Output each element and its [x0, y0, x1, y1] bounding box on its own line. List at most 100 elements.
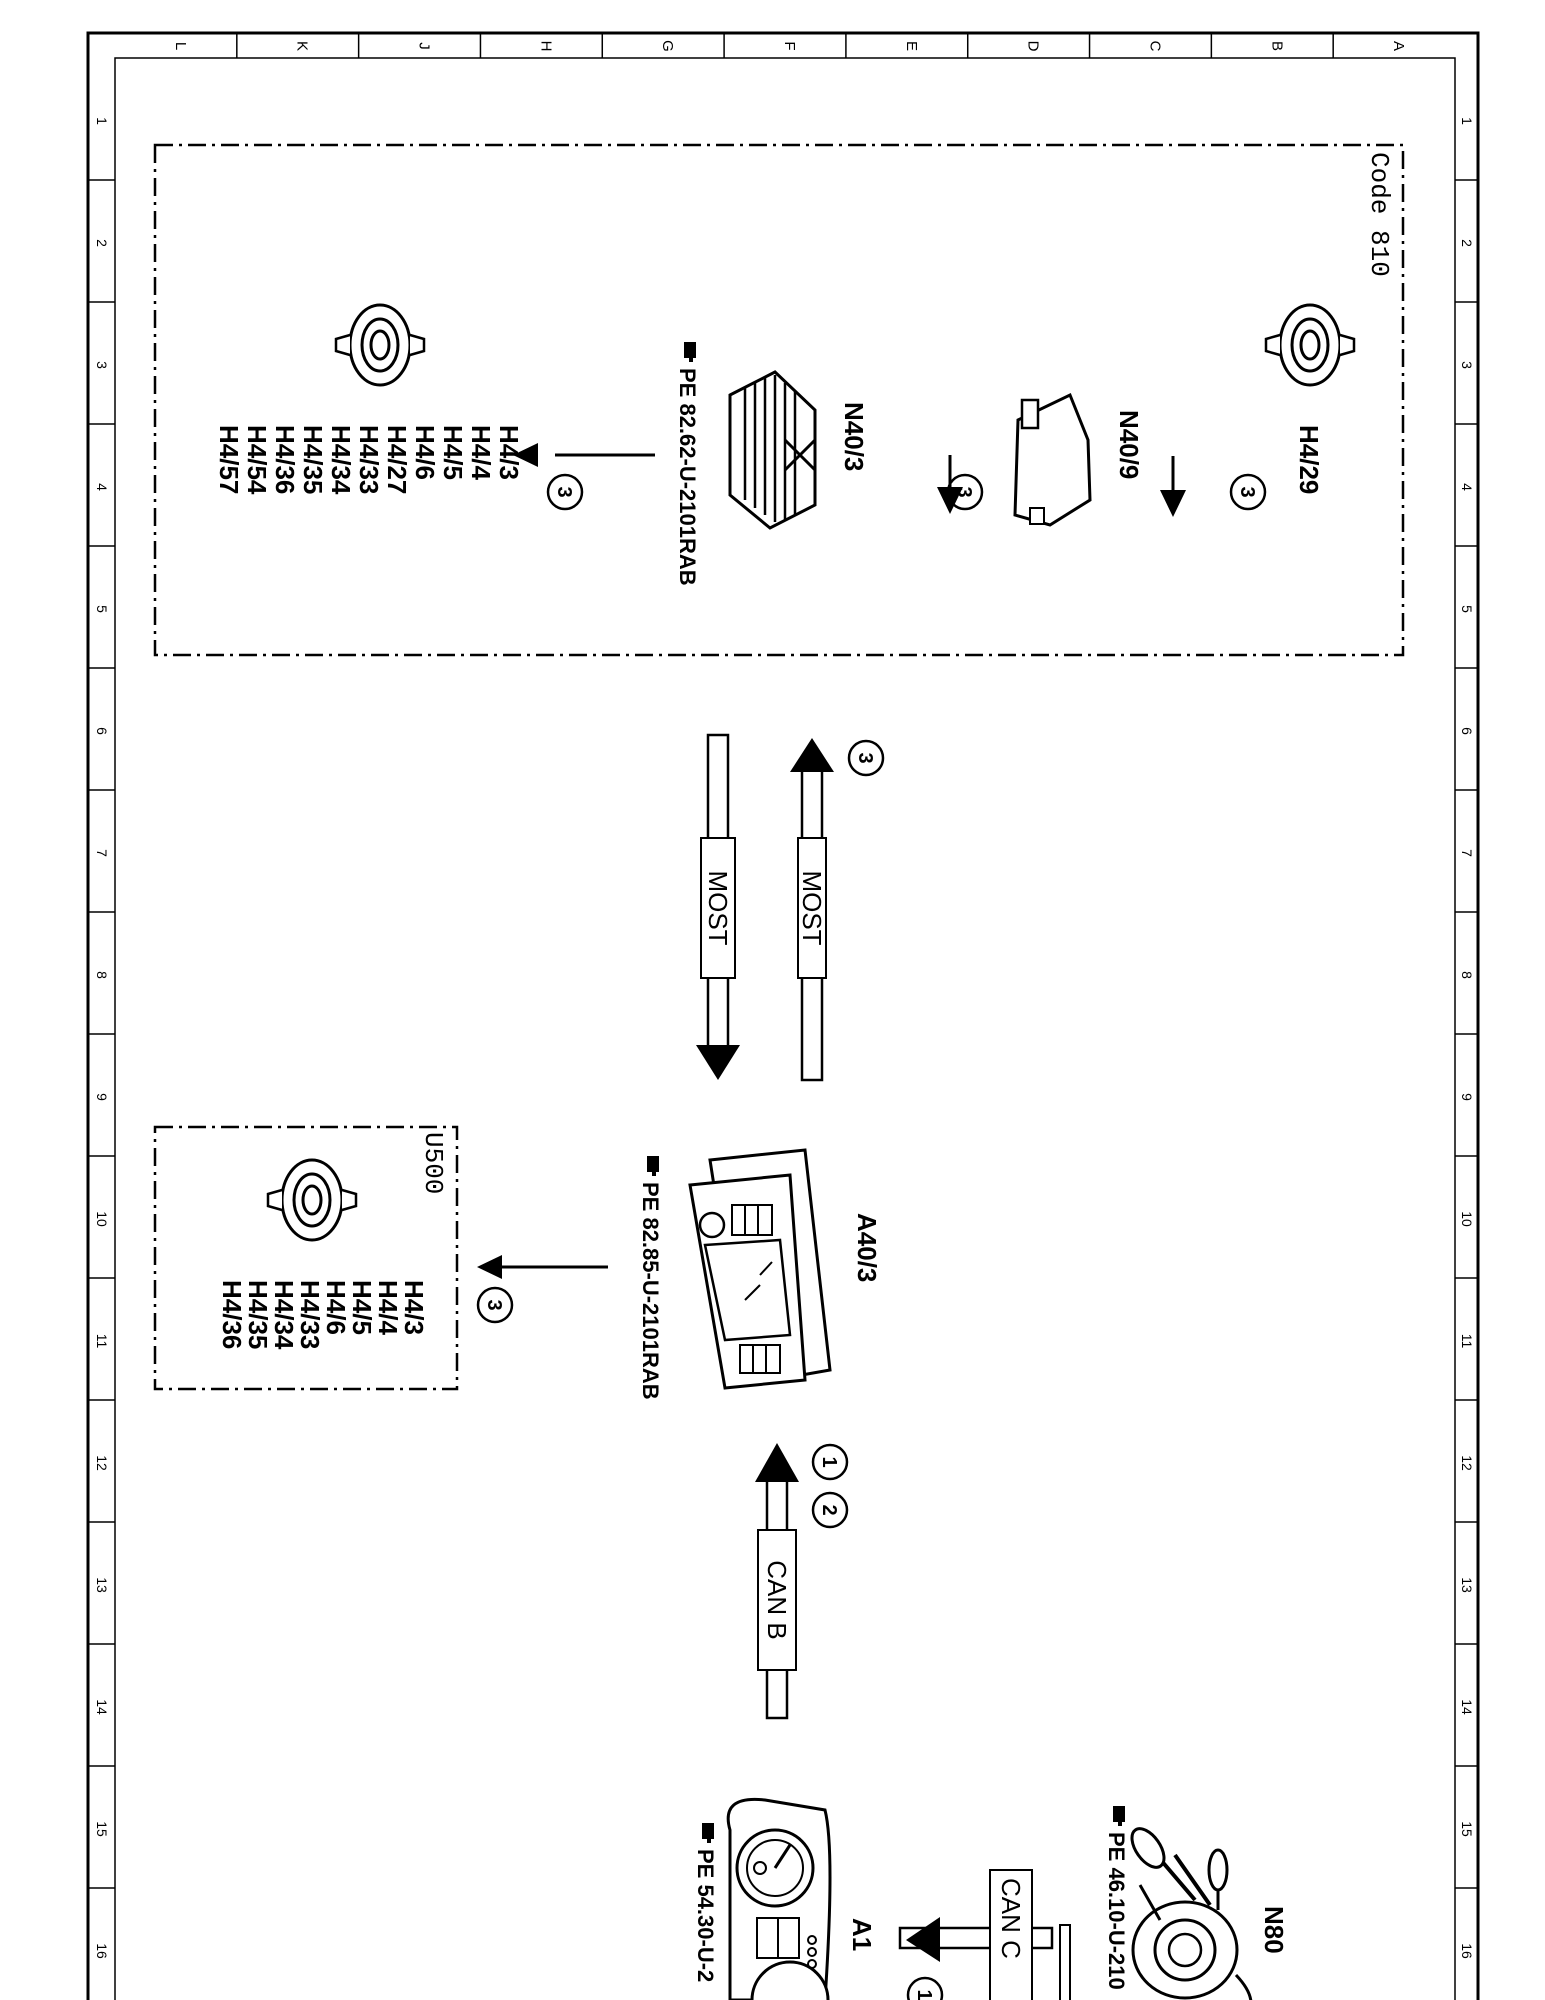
svg-text:3: 3: [483, 1299, 505, 1310]
most-label: MOST: [797, 870, 827, 945]
row-number: 16: [1459, 1943, 1475, 1959]
column-letter: G: [659, 40, 676, 52]
column-letter: K: [294, 41, 311, 51]
arrow-n40-9-to-h4-29: [1160, 456, 1186, 517]
speaker-list-item: H4/36: [270, 425, 300, 494]
a40-3-reference: PE 82.85-U-2101RAB: [638, 1182, 663, 1400]
speaker-icon: [334, 303, 426, 387]
column-letter: B: [1268, 41, 1285, 51]
row-number: 8: [94, 971, 110, 979]
code-810-speaker-list: H4/3H4/4H4/5H4/6H4/27H4/33H4/34H4/35H4/3…: [214, 425, 524, 495]
column-letter: F: [781, 41, 798, 50]
column-letter: D: [1025, 41, 1042, 52]
instrument-cluster-a1-icon: [726, 1797, 832, 2000]
speaker-list-item: H4/5: [438, 425, 468, 480]
svg-text:3: 3: [553, 486, 575, 497]
speaker-list-item: H4/34: [326, 425, 356, 495]
row-number: 9: [94, 1093, 110, 1101]
can-c-label: CAN C: [996, 1878, 1026, 1959]
speaker-list-item: H4/4: [466, 425, 496, 480]
row-number: 11: [94, 1334, 110, 1349]
speaker-list-item: H4/35: [243, 1280, 273, 1349]
column-letter: E: [903, 41, 920, 51]
row-number: 15: [1459, 1821, 1475, 1837]
svg-text:2: 2: [818, 1504, 840, 1515]
most-bus-up: MOST: [790, 738, 834, 1082]
row-number: 4: [1459, 483, 1475, 491]
column-letter: C: [1146, 41, 1163, 52]
a1-reference: PE 54.30-U-2: [693, 1849, 718, 1982]
code-810-label: Code 810: [1364, 152, 1394, 277]
h4-29-label: H4/29: [1294, 425, 1324, 494]
row-number: 5: [94, 605, 110, 613]
most-label: MOST: [703, 870, 733, 945]
ref-circle-3: 3: [847, 739, 885, 777]
can-c-bus: CAN C: [898, 1869, 1071, 2000]
pointer-hand-icon: [1113, 1806, 1125, 1826]
row-number: 16: [94, 1943, 110, 1959]
arrow-a40-3-to-u500: [477, 1255, 608, 1279]
row-number: 7: [94, 849, 110, 857]
speaker-list-item: H4/6: [410, 425, 440, 480]
speaker-list-item: H4/5: [347, 1280, 377, 1335]
speaker-icon: [266, 1158, 358, 1242]
row-number: 14: [1459, 1699, 1475, 1715]
row-number: 12: [1459, 1455, 1475, 1471]
column-letter: H: [537, 41, 554, 52]
amplifier-n40-3-icon: [728, 370, 817, 530]
row-number: 13: [1459, 1577, 1475, 1593]
row-number: 6: [1459, 727, 1475, 735]
ref-circle-1: 1: [906, 1976, 944, 2000]
n40-3-label: N40/3: [839, 402, 869, 471]
speaker-list-item: H4/33: [295, 1280, 325, 1349]
row-number: 3: [1459, 361, 1475, 369]
row-number: 4: [94, 483, 110, 491]
pointer-hand-icon: [702, 1823, 714, 1843]
row-number: 11: [1459, 1334, 1475, 1349]
row-number: 2: [1459, 239, 1475, 247]
ref-circle-3: 3: [546, 473, 584, 511]
speaker-h4-29-icon: [1264, 303, 1356, 387]
arrow-n40-3-to-speakers: [513, 443, 655, 467]
speaker-list-item: H4/27: [382, 425, 412, 494]
u500-box: [153, 1125, 459, 1391]
steering-column-module-n80-icon: [1130, 1827, 1253, 2000]
column-letter: A: [1390, 41, 1407, 51]
row-number: 1: [94, 117, 110, 125]
u500-label: U500: [418, 1132, 448, 1194]
svg-text:3: 3: [854, 752, 876, 763]
speaker-list-item: H4/3: [399, 1280, 429, 1335]
n40-3-reference: PE 82.62-U-2101RAB: [675, 368, 700, 586]
row-number: 6: [94, 727, 110, 735]
n80-reference: PE 46.10-U-210: [1104, 1832, 1129, 1990]
ref-circle-3: 3: [476, 1286, 514, 1324]
head-unit-a40-3-icon: [688, 1148, 832, 1390]
arrow-n40-3-to-n40-9: [937, 455, 963, 514]
speaker-list-item: H4/35: [298, 425, 328, 494]
ref-circle-1: 1: [811, 1443, 849, 1481]
row-number: 9: [1459, 1093, 1475, 1101]
ref-circle-3: 3: [1229, 473, 1267, 511]
speaker-list-item: H4/57: [214, 425, 244, 494]
svg-text:1: 1: [913, 1989, 935, 2000]
n80-label: N80: [1259, 1906, 1289, 1954]
column-letter: L: [172, 42, 189, 50]
row-number: 8: [1459, 971, 1475, 979]
row-number: 15: [94, 1821, 110, 1837]
module-n40-9-icon: [1013, 392, 1092, 527]
column-letter: J: [416, 42, 433, 50]
row-number: 3: [94, 361, 110, 369]
speaker-list-item: H4/3: [494, 425, 524, 480]
speaker-list-item: H4/33: [354, 425, 384, 494]
svg-text:1: 1: [818, 1456, 840, 1467]
a40-3-label: A40/3: [852, 1213, 882, 1282]
row-number: 13: [94, 1577, 110, 1593]
can-b-label: CAN B: [762, 1560, 792, 1639]
can-b-bus: CAN B: [755, 1443, 799, 1720]
row-number: 12: [94, 1455, 110, 1471]
row-number: 10: [94, 1211, 110, 1227]
ref-circle-2: 2: [811, 1491, 849, 1529]
n40-9-label: N40/9: [1114, 410, 1144, 479]
